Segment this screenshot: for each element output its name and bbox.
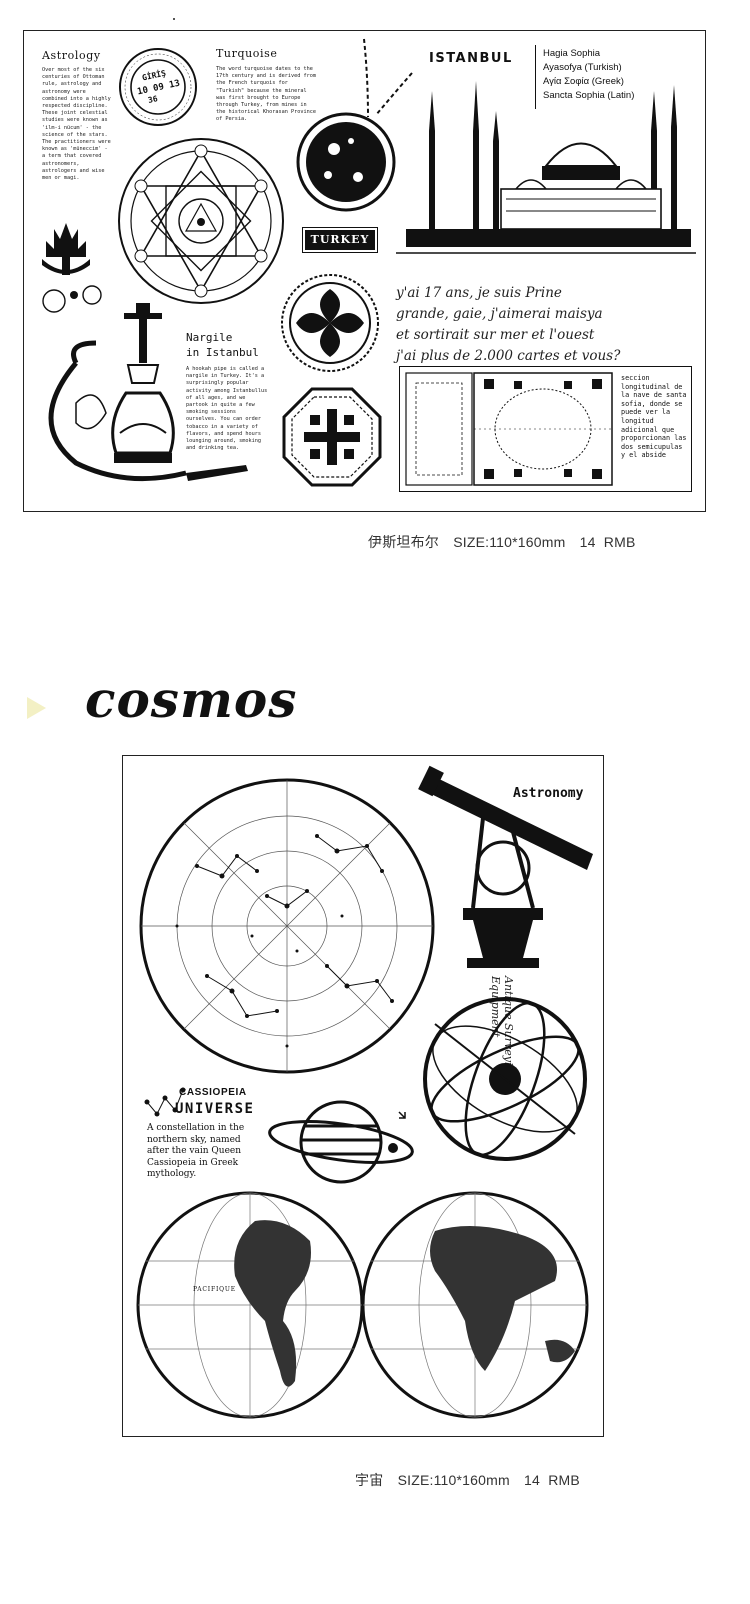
nargile-title-line2: in Istanbul (186, 346, 259, 359)
magic-circle-emblem (118, 138, 284, 304)
telescope-illustration (418, 765, 593, 968)
handwriting-line: y'ai 17 ans, je suis Prine (396, 285, 562, 301)
star-map-illustration (139, 778, 435, 1074)
floor-plan-box (399, 366, 692, 492)
floor-plan-note: seccion longitudinal de la nave de santa… (621, 374, 687, 460)
universe-label: UNIVERSE (175, 1101, 255, 1117)
stamp-sheet-istanbul: Astrology Over most of the six centuries… (23, 30, 706, 512)
moon-dot-icon (388, 1111, 406, 1153)
saturn-planet-icon (268, 1100, 414, 1184)
rosette-emblem-icon (281, 274, 379, 372)
hagia-sophia-names: Hagia Sophia Ayasofya (Turkish) Αγία Σοφ… (543, 47, 634, 103)
section-title-cosmos: cosmos (85, 670, 298, 729)
stamp-sheet-cosmos: Astronomy Antique Surveying Equipment CA… (122, 755, 604, 1437)
armillary-sphere-illustration (423, 997, 587, 1161)
handwriting-line: grande, gaie, j'aimerai maisya (396, 306, 603, 322)
handwriting-line: j'ai plus de 2.000 cartes et vous? (396, 348, 621, 364)
tulip-emblem-icon (42, 223, 90, 275)
cassiopeia-constellation-icon (144, 1087, 186, 1117)
astronomy-title: Astronomy (513, 786, 584, 801)
nargile-body: A hookah pipe is called a nargile in Tur… (186, 366, 268, 452)
world-map-illustration (136, 1191, 589, 1419)
istanbul-divider (535, 45, 536, 109)
floor-plan-drawing (405, 372, 613, 486)
astrology-title: Astrology (42, 49, 101, 62)
turkey-label: TURKEY (305, 230, 375, 250)
cassiopeia-label: CASSIOPEIA (179, 1087, 247, 1098)
turquoise-body: The word turquoise dates to the 17th cen… (216, 66, 316, 123)
istanbul-caption: 伊斯坦布尔 SIZE:110*160mm 14 RMB (368, 534, 636, 550)
hagia-sophia-illustration (396, 81, 696, 254)
handwritten-note: y'ai 17 ans, je suis Prine grande, gaie,… (396, 283, 696, 367)
stray-dot (173, 18, 175, 20)
map-label-pacifique: PACIFIQUE (193, 1286, 236, 1293)
nargile-title-line1: Nargile (186, 331, 233, 344)
pendant-necklace-icon (296, 38, 413, 212)
name-line: Hagia Sophia (543, 48, 601, 59)
pearls-icon (42, 285, 102, 313)
name-line: Αγία Σοφία (Greek) (543, 76, 624, 87)
postmark-stamp (119, 48, 197, 126)
cosmos-caption: 宇宙 SIZE:110*160mm 14 RMB (355, 1472, 580, 1488)
hookah-illustration (48, 303, 248, 482)
cross-emblem-icon (282, 387, 382, 487)
turkey-label-box: TURKEY (302, 227, 378, 253)
turquoise-title: Turquoise (216, 47, 278, 60)
constellation-note: A constellation in the northern sky, nam… (147, 1123, 245, 1179)
handwriting-line: et sortirait sur mer et l'ouest (396, 327, 595, 343)
istanbul-title: ISTANBUL (429, 51, 513, 66)
name-line: Sancta Sophia (Latin) (543, 90, 635, 101)
astrology-body: Over most of the six centuries of Ottoma… (42, 67, 111, 182)
name-line: Ayasofya (Turkish) (543, 62, 622, 73)
section-arrow-icon (27, 697, 46, 719)
